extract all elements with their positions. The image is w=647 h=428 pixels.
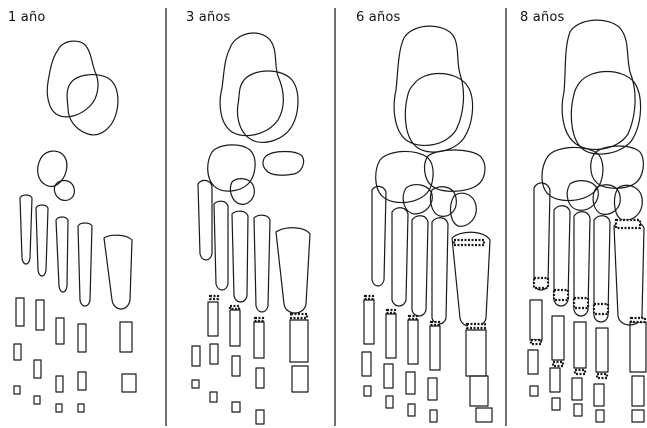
foot-6-years	[362, 26, 492, 422]
growth-plates-metatarsal-heads	[534, 278, 608, 314]
calcaneus	[220, 33, 283, 136]
navicular	[263, 152, 304, 176]
growth-plates	[210, 296, 307, 321]
calcaneus	[47, 41, 98, 117]
distal-phalanges	[192, 380, 264, 424]
middle-phalanges	[362, 352, 488, 406]
metatarsal-5	[372, 186, 386, 286]
talus	[571, 72, 640, 155]
distal-phalanges	[530, 386, 644, 422]
middle-phalanges	[14, 344, 136, 392]
metatarsal-5	[198, 180, 212, 260]
metatarsal-3	[412, 216, 428, 316]
calcaneus	[394, 26, 463, 145]
metatarsal-2	[254, 215, 270, 312]
talus	[67, 75, 118, 135]
metatarsal-1	[452, 232, 490, 327]
metatarsal-1	[614, 220, 644, 325]
foot-3-years	[192, 33, 310, 424]
cuneiform	[54, 181, 74, 201]
foot-8-years	[528, 20, 646, 422]
metatarsal-4	[392, 208, 408, 306]
metatarsal-1	[276, 228, 310, 313]
metatarsal-5	[20, 195, 32, 264]
metatarsal-4	[214, 201, 228, 290]
growth-plate-mt1	[616, 220, 640, 228]
foot-1-year	[14, 41, 136, 412]
metatarsal-1	[104, 235, 132, 309]
growth-plate-mt1	[454, 240, 484, 245]
metatarsal-5	[534, 183, 550, 290]
navicular	[591, 146, 644, 188]
talus	[238, 71, 298, 142]
metatarsal-3	[56, 217, 68, 292]
distal-phalanges	[14, 386, 84, 412]
growth-plates-phalanges	[531, 318, 645, 378]
metatarsal-3	[232, 211, 248, 302]
metatarsal-2	[78, 223, 92, 306]
cuboid	[376, 151, 433, 202]
cuneiform	[230, 179, 254, 205]
metatarsal-4	[36, 205, 48, 276]
metatarsal-2	[432, 218, 448, 324]
